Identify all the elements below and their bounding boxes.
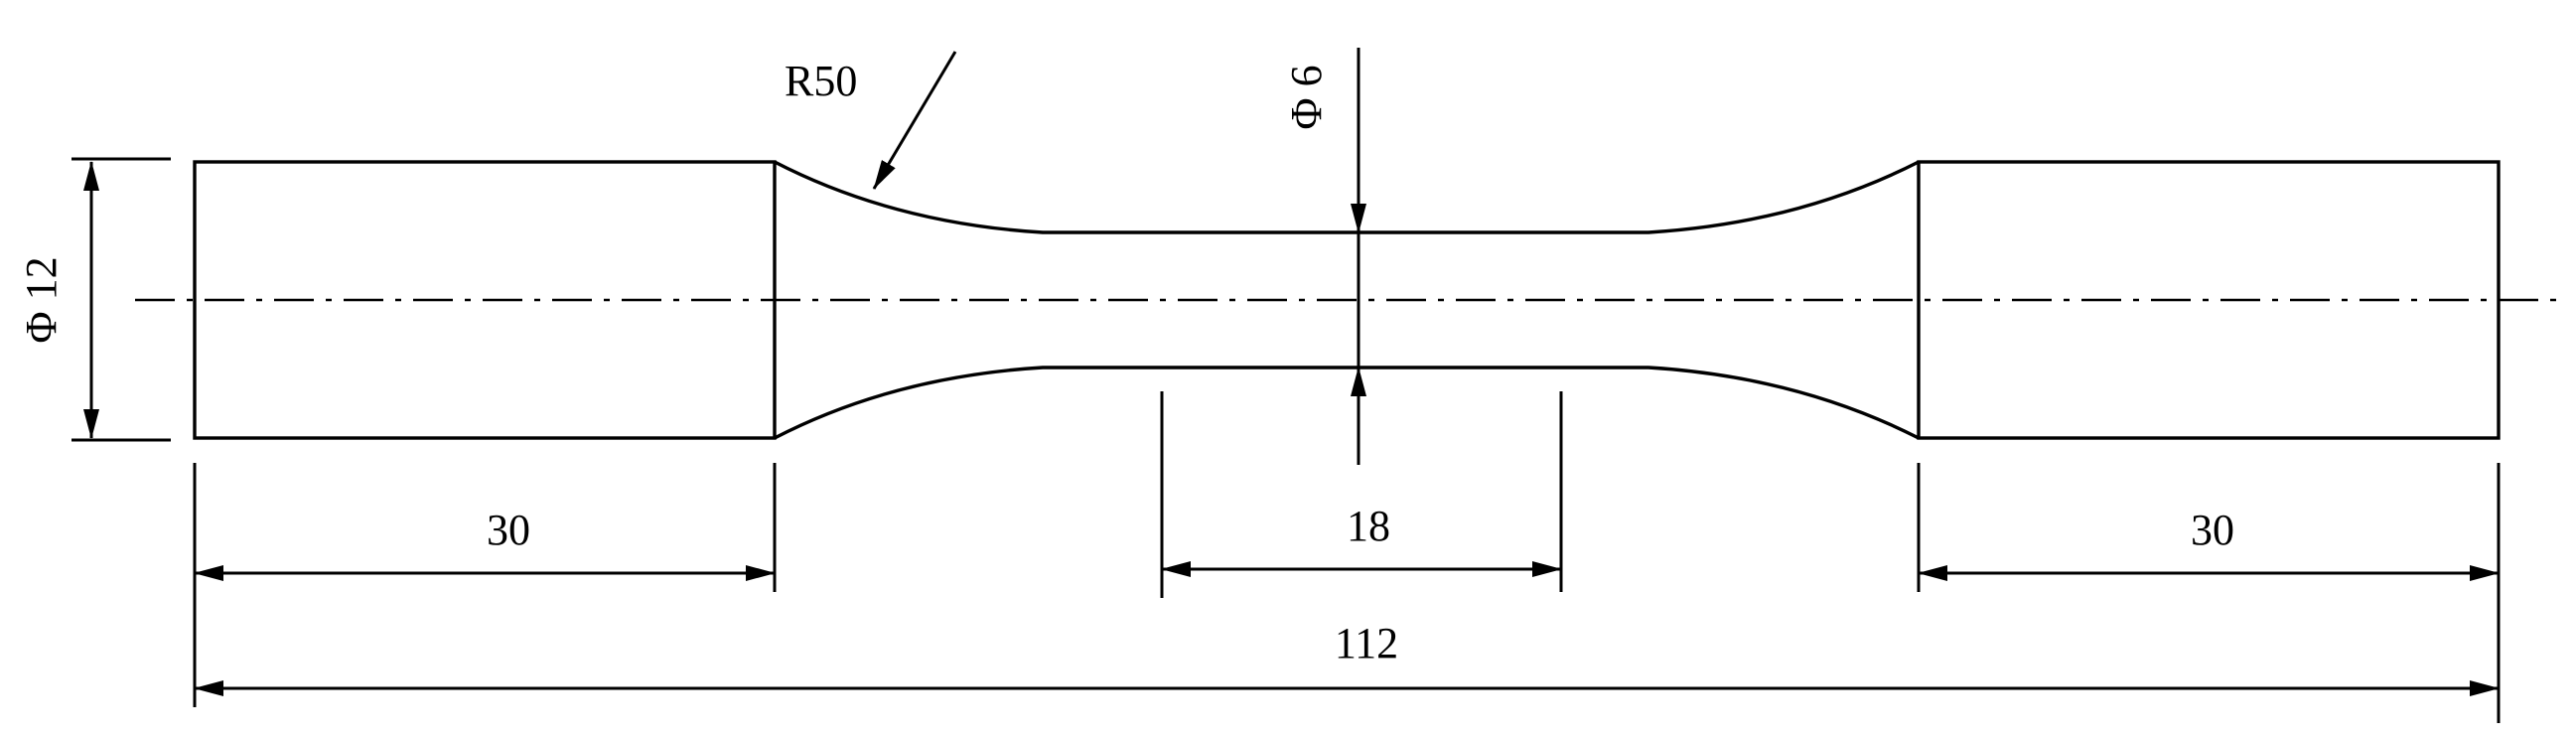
- grip-diameter-label: Φ 12: [17, 256, 66, 343]
- bottom-reduced-profile: [774, 366, 1920, 440]
- left-grip-length-label: 30: [487, 506, 530, 554]
- specimen-outline: [193, 160, 2501, 440]
- top-reduced-profile: [774, 160, 1920, 234]
- left-grip-length-dimension: 30: [193, 463, 777, 707]
- fillet-radius-callout: R50: [785, 51, 957, 190]
- gauge-length-label: 18: [1347, 502, 1390, 550]
- fillet-radius-label: R50: [785, 57, 857, 105]
- fillet-radius-leader: [872, 51, 957, 190]
- right-grip-length-dimension: 30: [1917, 463, 2501, 723]
- overall-length-label: 112: [1335, 619, 1398, 667]
- right-grip-length-label: 30: [2191, 506, 2234, 554]
- gauge-diameter-dimension: Φ 6: [1282, 48, 1366, 465]
- overall-length-dimension: 112: [194, 619, 2500, 696]
- gauge-length-dimension: 18: [1160, 391, 1563, 598]
- grip-diameter-dimension: Φ 12: [17, 157, 171, 442]
- gauge-diameter-label: Φ 6: [1282, 65, 1331, 129]
